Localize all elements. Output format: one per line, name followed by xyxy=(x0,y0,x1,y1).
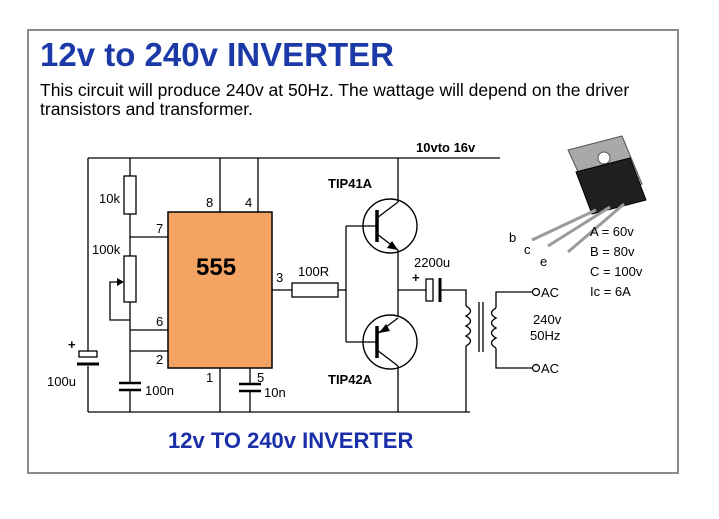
r3-resistor xyxy=(291,282,339,298)
c4-plus-sign: + xyxy=(412,270,420,285)
pin-2-label: 2 xyxy=(156,352,163,367)
c1-plate-top xyxy=(78,350,98,358)
c1-label: 100u xyxy=(47,374,76,389)
r2-label: 100k xyxy=(92,242,121,257)
to220-package-illustration xyxy=(531,135,647,254)
pin-c-label: c xyxy=(524,242,531,257)
secondary-wire-bottom xyxy=(495,348,532,369)
pot-wiper-arrow xyxy=(117,278,124,286)
to220-hole xyxy=(597,151,611,165)
to220-lead-c xyxy=(547,205,611,248)
transformer-primary xyxy=(464,305,472,347)
q1-emitter-arrow xyxy=(387,241,398,250)
c4-wire-right xyxy=(440,289,467,306)
c1-plus-sign: + xyxy=(68,337,76,352)
ic-555-body xyxy=(167,211,273,369)
pin-1-label: 1 xyxy=(206,370,213,385)
r3-label: 100R xyxy=(298,264,329,279)
q1-collector xyxy=(376,201,399,219)
spec-b: B = 80v xyxy=(590,244,635,259)
pin-b-label: b xyxy=(509,230,516,245)
c4-label: 2200u xyxy=(414,255,450,270)
pin-3-label: 3 xyxy=(276,270,283,285)
r2-potentiometer xyxy=(123,255,137,303)
c2-label: 100n xyxy=(145,383,174,398)
q2-label: TIP42A xyxy=(328,372,373,387)
ac-terminal-top xyxy=(531,287,541,297)
pin-8-label: 8 xyxy=(206,195,213,210)
pin-6-label: 6 xyxy=(156,314,163,329)
pin-5-label: 5 xyxy=(257,370,264,385)
transformer-secondary xyxy=(490,307,498,349)
output-frequency-label: 50Hz xyxy=(530,328,560,343)
q1-label: TIP41A xyxy=(328,176,373,191)
page-title: 12v to 240v INVERTER xyxy=(40,36,394,73)
pin-7-label: 7 xyxy=(156,221,163,236)
r1-label: 10k xyxy=(99,191,120,206)
diagram-caption: 12v TO 240v INVERTER xyxy=(168,428,413,453)
pot-wiper-wire xyxy=(109,281,130,321)
output-voltage-label: 240v xyxy=(533,312,562,327)
to220-lead-e xyxy=(567,202,625,254)
to220-body xyxy=(575,157,647,215)
spec-c: C = 100v xyxy=(590,264,643,279)
secondary-wire-top xyxy=(495,291,532,308)
ac-terminal-bottom xyxy=(531,363,541,373)
supply-label: 10vto 16v xyxy=(416,140,476,155)
q2-emitter-arrow xyxy=(379,324,390,333)
spec-ic: Ic = 6A xyxy=(590,284,631,299)
ac-top-label: AC xyxy=(541,285,559,300)
ic-label: 555 xyxy=(196,254,236,281)
ac-bottom-label: AC xyxy=(541,361,559,376)
r1-resistor xyxy=(123,175,137,215)
page-description: This circuit will produce 240v at 50Hz. … xyxy=(40,80,630,119)
q2-collector xyxy=(376,349,399,367)
c4-plate-left xyxy=(425,278,434,302)
spec-a: A = 60v xyxy=(590,224,634,239)
to220-lead-b xyxy=(531,208,597,242)
c3-label: 10n xyxy=(264,385,286,400)
pin-e-label: e xyxy=(540,254,547,269)
pin-4-label: 4 xyxy=(245,195,252,210)
